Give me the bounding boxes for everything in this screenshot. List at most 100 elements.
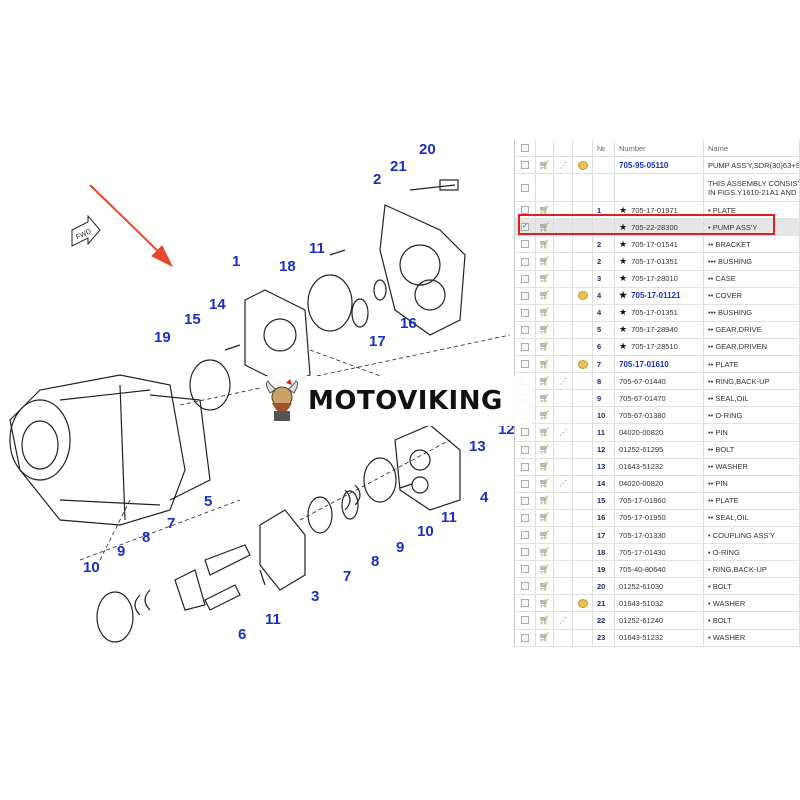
table-row[interactable]: 🛒︎ 1 ★705-17-01971 • PLATE — [515, 202, 800, 220]
folder-icon[interactable] — [577, 359, 588, 369]
table-row[interactable]: 🛒︎ 2 ★705-17-01351 ••• BUSHING — [515, 253, 800, 271]
add-to-cart-icon[interactable]: 🛒︎ — [538, 307, 551, 318]
row-checkbox[interactable]: ✓ — [521, 223, 529, 232]
header-no[interactable]: № — [593, 140, 615, 157]
table-row[interactable]: 🛒︎ 17 705-17-01330 • COUPLING ASS'Y — [515, 526, 800, 545]
row-checkbox[interactable] — [521, 548, 529, 557]
row-no: 1 — [593, 202, 615, 219]
row-checkbox[interactable] — [521, 360, 529, 369]
table-row[interactable]: 🛒︎ 19 705-40-80640 • RING,BACK-UP — [515, 561, 800, 579]
row-checkbox[interactable] — [521, 325, 529, 334]
row-checkbox[interactable] — [521, 479, 529, 488]
add-to-cart-icon[interactable]: 🛒︎ — [538, 597, 551, 608]
part-number[interactable]: 705-95-05110 — [615, 157, 704, 174]
part-number[interactable]: 705-17-01610 — [615, 356, 704, 373]
add-to-cart-icon[interactable]: 🛒︎ — [538, 563, 551, 574]
table-row[interactable]: 🛒︎ 2 ★705-17-01541 •• BRACKET — [515, 236, 800, 254]
hierarchy-icon[interactable]: ⋰ — [559, 479, 567, 489]
row-checkbox[interactable] — [521, 599, 529, 608]
select-all-checkbox[interactable] — [521, 144, 529, 153]
hierarchy-icon[interactable]: ⋰ — [559, 427, 567, 437]
add-to-cart-icon[interactable]: 🛒︎ — [538, 159, 551, 170]
folder-icon[interactable] — [577, 598, 588, 608]
add-to-cart-icon[interactable]: 🛒︎ — [538, 324, 551, 335]
table-row[interactable]: 🛒︎ ⋰ 8 705-67-01440 •• RING,BACK-UP — [515, 373, 800, 391]
add-to-cart-icon[interactable]: 🛒︎ — [538, 204, 551, 215]
add-to-cart-icon[interactable]: 🛒︎ — [538, 614, 551, 625]
row-checkbox[interactable] — [521, 342, 529, 351]
table-row[interactable]: 🛒︎ 13 01643-51232 •• WASHER — [515, 458, 800, 476]
table-row[interactable]: 🛒︎ 7 705-17-01610 •• PLATE — [515, 356, 800, 374]
folder-icon[interactable] — [577, 160, 588, 170]
header-number[interactable]: Number — [615, 140, 704, 157]
add-to-cart-icon[interactable]: 🛒︎ — [538, 478, 551, 489]
add-to-cart-icon[interactable]: 🛒︎ — [538, 409, 551, 420]
hierarchy-icon[interactable]: ⋰ — [559, 376, 567, 386]
table-row[interactable]: 🛒︎ 6 ★705-17-28510 •• GEAR,DRIVEN — [515, 338, 800, 357]
row-checkbox[interactable] — [521, 565, 529, 574]
table-row[interactable]: 🛒︎ 18 705-17-01430 • O-RING — [515, 544, 800, 562]
add-to-cart-icon[interactable]: 🛒︎ — [538, 426, 551, 437]
table-row[interactable]: 🛒︎ 21 01643-51032 • WASHER — [515, 595, 800, 613]
row-checkbox[interactable] — [521, 291, 529, 300]
table-row[interactable]: 🛒︎ ⋰ 22 01252-61240 • BOLT — [515, 612, 800, 630]
add-to-cart-icon[interactable]: 🛒︎ — [538, 238, 551, 249]
table-row[interactable]: 🛒︎ 5 ★705-17-28940 •• GEAR,DRIVE — [515, 321, 800, 339]
row-checkbox[interactable] — [521, 616, 529, 625]
hierarchy-icon[interactable]: ⋰ — [559, 160, 567, 170]
table-row[interactable]: 🛒︎ 15 705-17-01860 •• PLATE — [515, 492, 800, 510]
add-to-cart-icon[interactable]: 🛒︎ — [538, 632, 551, 643]
row-checkbox[interactable] — [521, 274, 529, 283]
table-row[interactable]: 🛒︎ 10 705-67-01380 •• O-RING — [515, 407, 800, 425]
table-row[interactable]: 🛒︎ 12 01252-61295 •• BOLT — [515, 441, 800, 459]
table-row[interactable]: 🛒︎ ⋰ 11 04020-00820 •• PIN — [515, 424, 800, 442]
table-row[interactable]: 🛒︎ 3 ★705-17-28010 •• CASE — [515, 270, 800, 288]
add-to-cart-icon[interactable]: 🛒︎ — [538, 512, 551, 523]
add-to-cart-icon[interactable]: 🛒︎ — [538, 273, 551, 284]
table-row[interactable]: 🛒︎ 20 01252-61030 • BOLT — [515, 578, 800, 596]
add-to-cart-icon[interactable]: 🛒︎ — [538, 341, 551, 352]
add-to-cart-icon[interactable]: 🛒︎ — [538, 375, 551, 386]
row-checkbox[interactable] — [521, 513, 529, 522]
header-name[interactable]: Name — [704, 140, 800, 157]
table-row[interactable]: THIS ASSEMBLY CONSIST IN FIGS.Y1610-21A1… — [515, 174, 800, 203]
row-checkbox[interactable] — [521, 206, 529, 215]
add-to-cart-icon[interactable]: 🛒︎ — [538, 529, 551, 540]
add-to-cart-icon[interactable]: 🛒︎ — [538, 461, 551, 472]
row-checkbox[interactable] — [521, 445, 529, 454]
row-checkbox[interactable] — [521, 161, 529, 170]
table-row[interactable]: 🛒︎ 9 705-67-01470 •• SEAL,OIL — [515, 390, 800, 408]
add-to-cart-icon[interactable]: 🛒︎ — [538, 495, 551, 506]
folder-icon[interactable] — [577, 291, 588, 301]
row-checkbox[interactable] — [521, 582, 529, 591]
part-number: 705-67-01440 — [615, 373, 704, 390]
add-to-cart-icon[interactable]: 🛒︎ — [538, 256, 551, 267]
add-to-cart-icon[interactable]: 🛒︎ — [538, 546, 551, 557]
row-checkbox[interactable] — [521, 428, 529, 437]
add-to-cart-icon[interactable]: 🛒︎ — [538, 358, 551, 369]
row-checkbox[interactable] — [521, 496, 529, 505]
row-checkbox[interactable] — [521, 462, 529, 471]
table-row[interactable]: 🛒︎ ⋰ 14 04020-00820 •• PIN — [515, 475, 800, 493]
row-checkbox[interactable] — [521, 183, 529, 192]
part-number[interactable]: ★705-17-01121 — [615, 287, 704, 304]
row-checkbox[interactable] — [521, 531, 529, 540]
row-checkbox[interactable] — [521, 308, 529, 317]
table-row[interactable]: 🛒︎ 4 ★705-17-01121 •• COVER — [515, 287, 800, 305]
table-row[interactable]: ✓ 🛒︎ ★705-22-28300 • PUMP ASS'Y — [515, 219, 800, 237]
table-row[interactable]: 🛒︎ ⋰ 705-95-05110 PUMP ASS'Y,SDR(30)63+S — [515, 157, 800, 175]
table-row[interactable]: 🛒︎ 23 01643-51232 • WASHER — [515, 629, 800, 647]
add-to-cart-icon[interactable]: 🛒︎ — [538, 392, 551, 403]
add-to-cart-icon[interactable]: 🛒︎ — [538, 221, 551, 232]
row-checkbox[interactable] — [521, 633, 529, 642]
add-to-cart-icon[interactable]: 🛒︎ — [538, 580, 551, 591]
hierarchy-icon[interactable]: ⋰ — [559, 615, 567, 625]
row-checkbox[interactable] — [521, 240, 529, 249]
add-to-cart-icon[interactable]: 🛒︎ — [538, 290, 551, 301]
table-row[interactable]: 🛒︎ 4 ★705-17-01351 ••• BUSHING — [515, 304, 800, 322]
table-row[interactable]: 🛒︎ 16 705-17-01950 •• SEAL,OIL — [515, 509, 800, 527]
row-checkbox[interactable] — [521, 257, 529, 266]
part-name: ••• BUSHING — [704, 304, 800, 321]
motoviking-logo: MOTOVIKING — [262, 376, 532, 426]
add-to-cart-icon[interactable]: 🛒︎ — [538, 444, 551, 455]
